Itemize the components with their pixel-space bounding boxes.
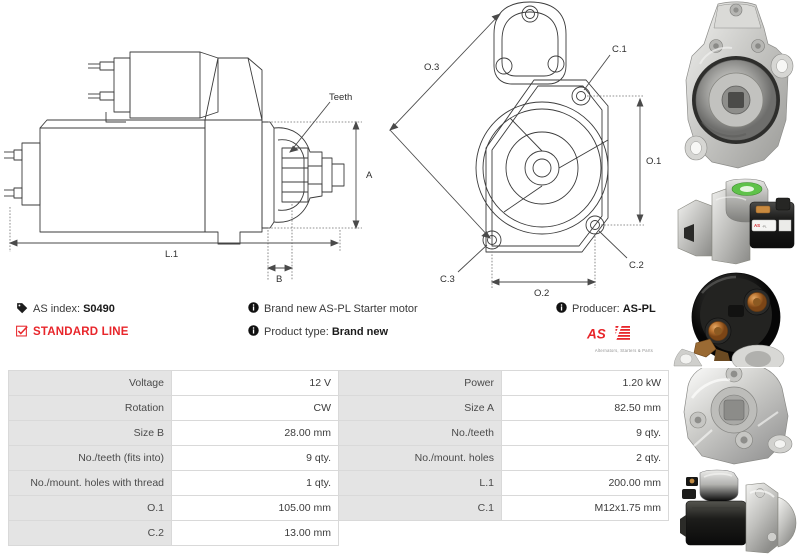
front-view-drawing: O.3 C.1 O.1 C.2 O.2 C.3 (389, 1, 661, 299)
specification-table: Voltage 12 V Power 1.20 kW Rotation CW S… (8, 370, 669, 546)
product-info-strip: AS index: S0490 STANDARD LINE (0, 302, 672, 364)
front-label-c2: C.2 (629, 260, 644, 271)
spec-key: No./teeth (338, 420, 502, 446)
as-pl-logo-mark: AS (586, 325, 630, 342)
side-label-l1: L.1 (165, 249, 178, 260)
spec-value: 82.50 mm (501, 395, 669, 421)
table-row: No./teeth (fits into) 9 qty. No./mount. … (8, 445, 669, 471)
description-row: Brand new AS-PL Starter motor (248, 302, 548, 316)
front-label-o2: O.2 (534, 288, 549, 299)
info-icon (248, 325, 259, 336)
main-column: Teeth A L.1 B (0, 0, 672, 546)
spec-key: Voltage (8, 370, 172, 396)
technical-drawings: Teeth A L.1 B (0, 0, 672, 300)
spec-key: Rotation (8, 395, 172, 421)
as-pl-logo-tagline: Alternators, Starters & Parts (594, 348, 654, 353)
product-type-row: Product type: Brand new (248, 325, 548, 339)
front-label-o3: O.3 (424, 62, 439, 73)
product-photo[interactable] (672, 0, 800, 175)
table-row: Size B 28.00 mm No./teeth 9 qty. (8, 420, 669, 446)
spec-key: C.1 (338, 495, 502, 521)
spec-key: C.2 (8, 520, 172, 546)
product-photo[interactable] (672, 269, 800, 367)
spec-empty-cell (339, 521, 502, 546)
spec-value: 200.00 mm (501, 470, 669, 496)
spec-value: 13.00 mm (171, 520, 339, 546)
svg-text:AS: AS (586, 327, 606, 342)
spec-value: 9 qty. (501, 420, 669, 446)
info-icon (556, 302, 567, 313)
spec-value: 2 qty. (501, 445, 669, 471)
as-index-label: AS index: (33, 303, 81, 315)
tag-icon (16, 302, 28, 314)
front-label-o1: O.1 (646, 156, 661, 167)
product-photo[interactable] (672, 467, 800, 556)
as-pl-logo: AS Alternators, Starters & Parts (586, 325, 662, 353)
spec-value: 105.00 mm (171, 495, 339, 521)
table-row: O.1 105.00 mm C.1 M12x1.75 mm (8, 495, 669, 521)
svg-text:-PL: -PL (762, 225, 767, 229)
spec-key: No./mount. holes with thread (8, 470, 172, 496)
front-label-c3: C.3 (440, 274, 455, 285)
table-row: C.2 13.00 mm (8, 520, 669, 546)
producer-label: Producer: (572, 303, 620, 315)
spec-value: 1.20 kW (501, 370, 669, 396)
standard-line-row: STANDARD LINE (16, 325, 246, 339)
standard-line-badge: STANDARD LINE (33, 326, 129, 338)
checkbox-checked-icon (16, 325, 28, 337)
table-row: Voltage 12 V Power 1.20 kW (8, 370, 669, 396)
info-column-description: Brand new AS-PL Starter motor Product ty… (248, 302, 548, 348)
front-label-c1: C.1 (612, 44, 627, 55)
side-view-drawing: Teeth A L.1 B (4, 51, 373, 285)
spec-value: M12x1.75 mm (501, 495, 669, 521)
spec-key: O.1 (8, 495, 172, 521)
side-label-b: B (276, 274, 282, 285)
as-index-value: S0490 (83, 303, 115, 315)
spec-value: 9 qty. (171, 445, 339, 471)
producer-row: Producer: AS-PL (556, 302, 672, 316)
spec-key: No./mount. holes (338, 445, 502, 471)
spec-empty-cell (502, 521, 669, 546)
svg-text:AS: AS (754, 223, 760, 228)
side-label-teeth: Teeth (329, 92, 352, 103)
spec-key: Size A (338, 395, 502, 421)
spec-value: 12 V (171, 370, 339, 396)
product-type-value: Brand new (331, 326, 389, 338)
table-row: No./mount. holes with thread 1 qty. L.1 … (8, 470, 669, 496)
producer-value: AS-PL (622, 303, 656, 315)
product-type-label: Product type: (264, 326, 329, 338)
spec-value: 1 qty. (171, 470, 339, 496)
spec-value: CW (171, 395, 339, 421)
spec-key: No./teeth (fits into) (8, 445, 172, 471)
description-text: Brand new AS-PL Starter motor (264, 303, 418, 315)
product-photo-column: AS -PL (672, 0, 800, 556)
spec-key: Size B (8, 420, 172, 446)
table-row: Rotation CW Size A 82.50 mm (8, 395, 669, 421)
info-icon (248, 302, 259, 313)
info-column-index: AS index: S0490 STANDARD LINE (16, 302, 246, 348)
spec-value: 28.00 mm (171, 420, 339, 446)
as-index-row: AS index: S0490 (16, 302, 246, 316)
spec-key: L.1 (338, 470, 502, 496)
product-photo[interactable] (672, 368, 800, 466)
spec-key: Power (338, 370, 502, 396)
product-photo[interactable]: AS -PL (672, 176, 800, 268)
side-label-a: A (366, 170, 373, 181)
info-column-producer: Producer: AS-PL AS (556, 302, 672, 353)
